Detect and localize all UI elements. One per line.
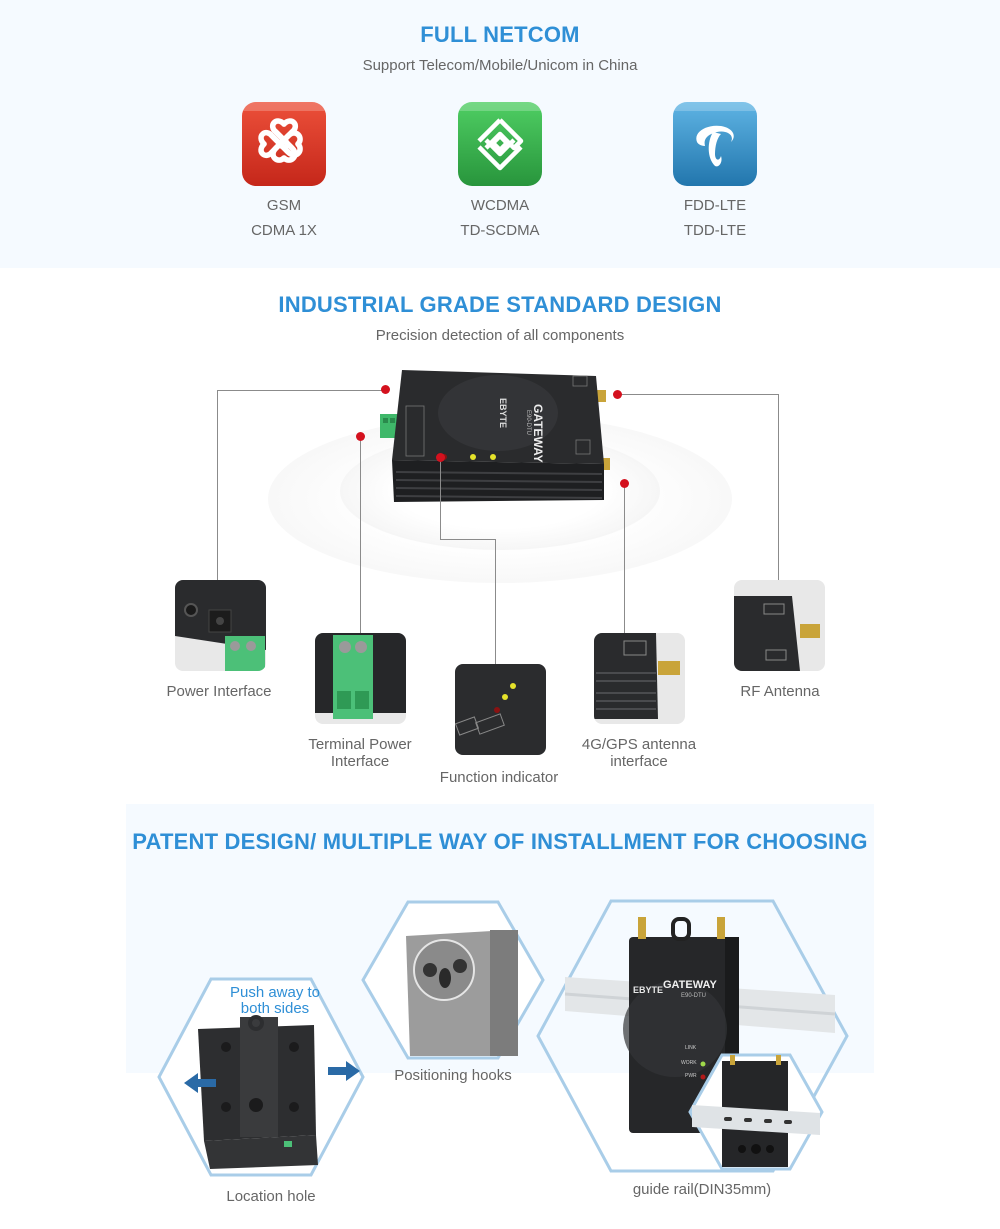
connector-power [217,390,385,580]
installation-title: PATENT DESIGN/ MULTIPLE WAY OF INSTALLME… [132,829,868,854]
rf-antenna-image [734,580,825,671]
gateway-device-image [378,368,612,506]
china-mobile-logo-icon [458,102,542,186]
connector-rf [618,394,779,580]
rail-device-model: E90-DTU [681,993,707,999]
rail-led-link: LINK [685,1045,697,1051]
callout-label-rf: RF Antenna [740,683,820,700]
callout-dot-terminal [356,432,365,441]
unicom-network-1: GSM [266,197,302,214]
label-location-hole: Location hole [226,1188,316,1205]
callout-dot-power [381,385,390,394]
netcom-title: FULL NETCOM [420,22,580,47]
unicom-network-2: CDMA 1X [251,222,317,239]
connector-4g [624,483,625,634]
label-positioning-hooks: Positioning hooks [394,1067,512,1084]
mobile-network-2: TD-SCDMA [460,222,540,239]
telecom-network-1: FDD-LTE [683,197,747,214]
callout-dot-4g [620,479,629,488]
china-unicom-logo-icon [242,102,326,186]
netcom-subtitle: Support Telecom/Mobile/Unicom in China [362,57,638,74]
industrial-subtitle: Precision detection of all components [375,327,625,344]
device-brand: EBYTE [498,398,508,429]
connector-indicator-down [495,540,496,664]
telecom-network-2: TDD-LTE [683,222,747,239]
rail-led-pwr: PWR [685,1073,697,1079]
mobile-network-1: WCDMA [470,197,530,214]
callout-dot-indicator [436,453,445,462]
china-telecom-logo-icon [673,102,757,186]
device-model: E90-DTU [525,410,531,436]
connector-terminal [360,436,361,634]
hex-rail-back-inset [688,1053,824,1171]
industrial-title: INDUSTRIAL GRADE STANDARD DESIGN [278,292,722,317]
label-guide-rail: guide rail(DIN35mm) [632,1181,772,1198]
rail-device-brand: EBYTE [633,985,664,995]
push-away-note: Push away to both sides [229,984,321,1017]
callout-dot-rf [613,390,622,399]
hex-guide-rail: EBYTE GATEWAY E90-DTU LINK WORK PWR [535,899,850,1173]
device-name: GATEWAY [531,404,545,463]
function-indicator-image [455,664,546,755]
callout-label-indicator: Function indicator [439,769,559,786]
rail-device-name: GATEWAY [663,979,717,991]
4g-gps-antenna-image [594,633,685,724]
power-interface-image [175,580,266,671]
rail-led-work: WORK [681,1060,697,1066]
callout-label-4g: 4G/GPS antenna interface [581,736,697,770]
callout-label-terminal: Terminal Power Interface [308,736,412,770]
callout-label-power: Power Interface [166,683,272,700]
connector-indicator [440,456,496,540]
terminal-power-interface-image [315,633,406,724]
hex-location-hole [156,977,366,1177]
hex-positioning-hooks [360,900,546,1060]
